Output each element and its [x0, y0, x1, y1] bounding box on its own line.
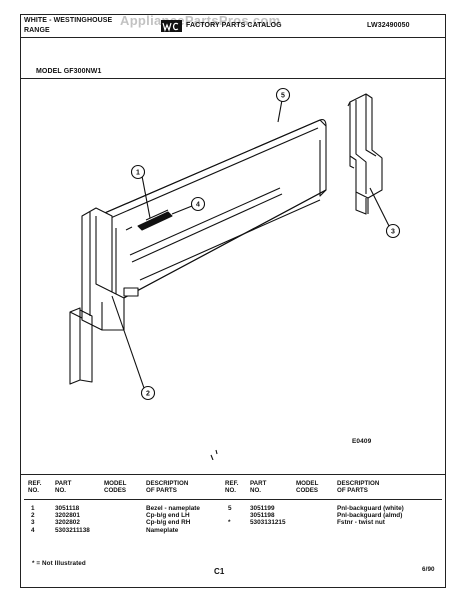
model-rule: [20, 78, 446, 79]
callout-2-circle: [140, 385, 156, 401]
right-ref-column: 5 *: [228, 505, 232, 527]
page-frame: [20, 14, 446, 588]
right-part-column: 3051199 3051198 5303131215: [250, 505, 286, 527]
brand-name: WHITE - WESTINGHOUSE: [24, 17, 113, 24]
backguard-panel: [99, 119, 327, 301]
diagram-id: E0409: [352, 438, 372, 445]
nameplate-bezel: [125, 209, 173, 231]
table-row: 4: [31, 526, 35, 534]
leader-1: [141, 175, 151, 219]
callout-4: 4: [196, 202, 200, 209]
rh-end-cap: [347, 93, 383, 215]
exploded-diagram: 1 2 3 4 5: [69, 87, 401, 460]
ref-header-right: REF.NO.: [225, 480, 239, 494]
product-type: RANGE: [24, 27, 50, 34]
leader-5: [277, 99, 283, 123]
callout-1-circle: [130, 164, 146, 180]
footnote: * = Not Illustrated: [32, 560, 86, 567]
catalog-title: FACTORY PARTS CATALOG: [186, 22, 282, 29]
left-part-column: 3051118 3202801 3202802 5303211138: [55, 505, 90, 534]
table-row: 2: [31, 512, 35, 520]
table-top-rule: [20, 474, 446, 475]
callout-5-circle: [275, 87, 291, 103]
callout-3-circle: [385, 223, 401, 239]
revision-date: 6/90: [422, 566, 435, 573]
ref-header: REF.NO.: [28, 480, 42, 494]
callout-2: 2: [146, 391, 150, 398]
leader-2: [111, 295, 145, 389]
page-number: C1: [214, 567, 225, 576]
watermark: AppliancePartsPros.com: [120, 13, 281, 28]
table-row: 1: [31, 505, 35, 512]
leader-3: [369, 187, 391, 229]
header-rule: [20, 37, 446, 38]
catalog-number: LW32490050: [367, 22, 410, 29]
callout-4-circle: [190, 196, 206, 212]
callout-1: 1: [136, 170, 140, 177]
table-row: 3: [31, 519, 35, 527]
wci-logo-icon: [161, 19, 183, 33]
right-desc-column: Pnl-backguard (white) Pnl-backguard (alm…: [337, 505, 404, 527]
leader-4: [171, 205, 193, 215]
callout-3: 3: [391, 229, 395, 236]
callout-5: 5: [281, 93, 285, 100]
model-label: MODEL GF300NW1: [36, 68, 102, 75]
table-header-rule: [24, 499, 442, 500]
left-desc-column: Bezel - nameplate Cp-b/g end LH Cp-b/g e…: [146, 505, 200, 534]
left-ref-column: 1 2 3 4: [31, 505, 35, 534]
